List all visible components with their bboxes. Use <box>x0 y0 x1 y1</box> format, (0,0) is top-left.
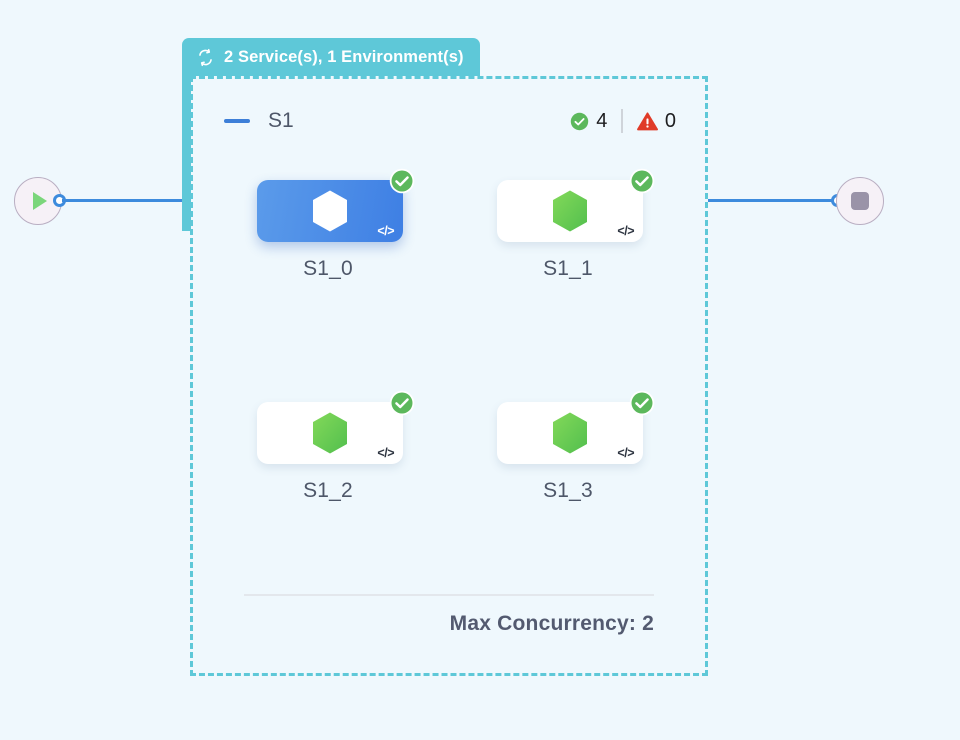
group-header-label: 2 Service(s), 1 Environment(s) <box>224 47 464 66</box>
success-count-value: 4 <box>596 109 608 132</box>
minus-collapse-icon[interactable] <box>224 119 250 123</box>
node-label: S1_3 <box>543 479 593 502</box>
warning-count-group: 0 <box>636 109 676 133</box>
node-item[interactable]: </> S1_3 <box>475 390 661 503</box>
code-glyph: </> <box>617 224 634 238</box>
counts-divider <box>621 109 623 133</box>
play-icon <box>33 192 47 210</box>
green-hexagon-infinity-icon <box>313 190 347 232</box>
code-glyph: </> <box>377 446 394 460</box>
section-header-row: S1 4 0 <box>224 104 676 138</box>
group-header-stub <box>182 76 191 231</box>
node-item[interactable]: </> S1_0 <box>235 168 421 281</box>
green-hexagon-infinity-icon <box>553 412 587 454</box>
node-card-s1-3[interactable]: </> <box>497 390 655 464</box>
green-hexagon-infinity-icon <box>553 190 587 232</box>
loop-refresh-icon <box>199 48 212 66</box>
group-container[interactable] <box>190 76 708 676</box>
section-title: S1 <box>268 109 294 132</box>
check-circle-icon <box>629 390 655 416</box>
node-item[interactable]: </> S1_2 <box>235 390 421 503</box>
node-label: S1_0 <box>303 257 353 280</box>
end-node[interactable] <box>836 177 884 225</box>
check-circle-icon <box>571 112 589 130</box>
node-label: S1_1 <box>543 257 593 280</box>
max-concurrency-label: Max Concurrency: 2 <box>449 612 654 635</box>
code-glyph: </> <box>377 224 394 238</box>
node-card-s1-1[interactable]: </> <box>497 168 655 242</box>
green-hexagon-infinity-icon <box>313 412 347 454</box>
node-card-s1-0[interactable]: </> <box>257 168 415 242</box>
warning-triangle-icon <box>636 111 658 130</box>
node-label: S1_2 <box>303 479 353 502</box>
check-circle-icon <box>389 390 415 416</box>
stop-square-icon <box>851 192 869 210</box>
edge-start-to-group <box>62 199 190 202</box>
group-header[interactable]: 2 Service(s), 1 Environment(s) <box>182 38 480 76</box>
node-item[interactable]: </> S1_1 <box>475 168 661 281</box>
node-card-s1-2[interactable]: </> <box>257 390 415 464</box>
check-circle-icon <box>629 168 655 194</box>
code-glyph: </> <box>617 446 634 460</box>
warning-count-value: 0 <box>664 109 676 132</box>
edge-group-to-end <box>708 199 834 202</box>
footer-divider <box>244 594 654 596</box>
success-count-group: 4 <box>570 110 607 133</box>
section-counts: 4 0 <box>570 109 676 133</box>
check-circle-icon <box>389 168 415 194</box>
